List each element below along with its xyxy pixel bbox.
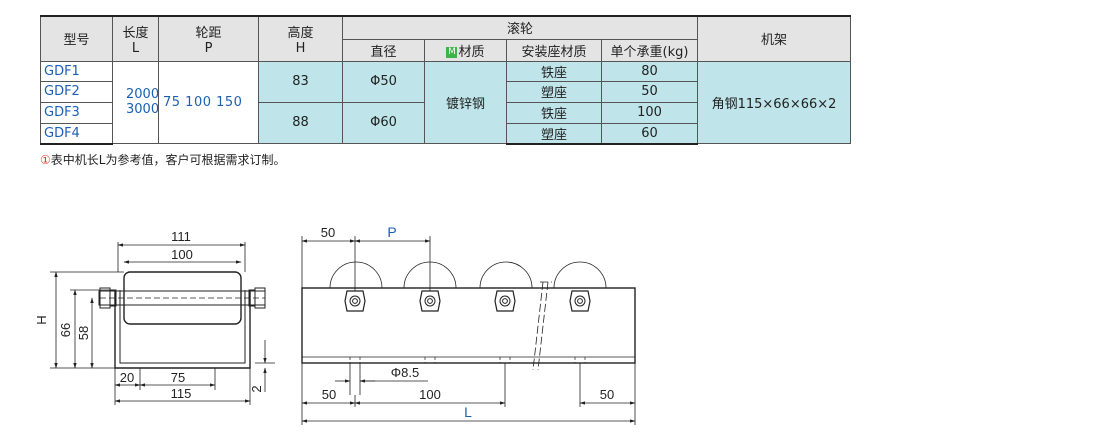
dim-2-label: 2 xyxy=(249,385,264,392)
dim-75-label: 75 xyxy=(171,370,185,385)
header-roller: 滚轮 xyxy=(341,15,699,40)
axle-nut xyxy=(494,290,516,312)
model-cell: GDF3 xyxy=(40,101,113,124)
header-frame: 机架 xyxy=(697,15,852,62)
seat-material-cell: 铁座 xyxy=(506,60,602,82)
header-seat-material: 安装座材质 xyxy=(506,38,602,62)
table-row: GDF4 塑座 60 xyxy=(40,122,851,145)
seat-material-cell: 铁座 xyxy=(506,101,602,124)
side-view xyxy=(98,271,266,369)
note-text: 表中机长L为参考值，客户可根据需求订制。 xyxy=(50,153,286,167)
note-mark-icon: ① xyxy=(40,153,51,167)
model-cell: GDF4 xyxy=(40,122,113,145)
diameter-cell: Φ50 xyxy=(342,60,425,103)
dim-p-label: P xyxy=(387,224,396,240)
dim-100-label: 100 xyxy=(171,247,193,262)
dim-h-label: H xyxy=(34,315,49,324)
dim-20-label: 20 xyxy=(120,370,134,385)
diameter-cell: Φ60 xyxy=(342,101,425,144)
pitch-cell: 75 100 150 xyxy=(158,60,259,144)
axle-nut xyxy=(344,290,366,312)
model-cell: GDF1 xyxy=(40,60,113,82)
front-view xyxy=(301,261,636,371)
header-load: 单个承重(kg) xyxy=(600,38,699,62)
dim-58-label: 58 xyxy=(76,326,91,340)
table-row: GDF1 2000 3000 75 100 150 83 Φ50 镀锌钢 铁座 … xyxy=(40,60,852,144)
dim-phi-label: Φ8.5 xyxy=(391,365,419,380)
dim-50-right-label: 50 xyxy=(600,387,614,402)
dim-115-label: 115 xyxy=(171,386,192,401)
table-note: ①表中机长L为参考值，客户可根据需求订制。 xyxy=(40,151,285,168)
dim-l-label: L xyxy=(464,404,472,420)
length-cell: 2000 3000 xyxy=(112,60,159,144)
side-view-dimensions xyxy=(50,242,275,405)
frame-cell: 角钢115×66×66×2 xyxy=(697,60,852,144)
seat-material-cell: 塑座 xyxy=(506,122,602,145)
dim-50-left-label: 50 xyxy=(322,387,336,402)
table-row: GDF3 88 Φ60 铁座 100 xyxy=(40,101,851,144)
axle-nut xyxy=(569,290,591,312)
material-badge-icon: M xyxy=(446,46,458,58)
model-cell: GDF2 xyxy=(40,80,113,103)
load-cell: 60 xyxy=(600,122,699,145)
dim-50-top-label: 50 xyxy=(321,225,335,240)
header-model: 型号 xyxy=(40,15,113,62)
load-cell: 50 xyxy=(600,80,699,103)
dim-66-label: 66 xyxy=(58,323,73,337)
axle-nut xyxy=(419,290,441,312)
dim-100-bottom-label: 100 xyxy=(419,387,441,402)
table-row: GDF2 塑座 50 xyxy=(40,80,851,103)
height-cell: 88 xyxy=(258,101,343,144)
dim-111-label: 111 xyxy=(171,229,191,244)
height-cell: 83 xyxy=(258,60,343,103)
front-view-dimensions xyxy=(301,236,636,425)
load-cell: 100 xyxy=(600,101,699,124)
